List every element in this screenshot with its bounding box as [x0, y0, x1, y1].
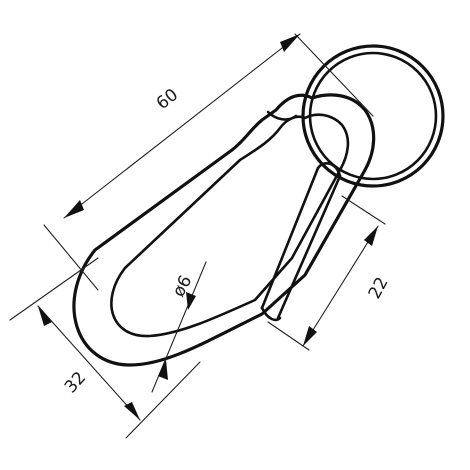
dim-gate-label: 22 — [365, 274, 393, 302]
dim-width-ext-bottom — [125, 361, 201, 439]
dim-gate-ext-top — [341, 195, 386, 225]
carabiner-gate — [260, 166, 342, 320]
dim-gate-ext-bottom — [267, 321, 310, 351]
carabiner-body — [72, 93, 376, 367]
dim-gate-line — [302, 225, 379, 347]
dim-width-ext-top — [9, 257, 99, 321]
dimension-gate: 22 — [267, 195, 393, 351]
dim-width-arrow-bottom — [124, 402, 140, 420]
dim-length-ext-left — [43, 224, 99, 291]
dim-wire-arrow-bottom — [158, 360, 168, 380]
dim-wire-arrow-top — [186, 292, 196, 310]
gate-top-cap — [316, 162, 342, 178]
hinge-notch — [266, 110, 298, 121]
dim-length-arrow-right — [280, 34, 300, 52]
dim-length-label: 60 — [153, 85, 182, 114]
carabiner-inner-outline — [110, 113, 350, 338]
gate-end-cap — [260, 306, 282, 322]
dim-width-line — [37, 305, 141, 421]
dim-length-ext-right — [294, 33, 374, 117]
dimension-wire: ø6 — [151, 261, 207, 393]
dim-gate-arrow-top — [364, 226, 378, 246]
dim-width-arrow-top — [38, 306, 52, 326]
dim-width-label: 32 — [61, 368, 90, 397]
dim-length-line — [63, 33, 301, 219]
carabiner-outer-outline — [72, 93, 376, 367]
dim-gate-arrow-bottom — [303, 326, 317, 346]
dim-length-arrow-left — [64, 200, 84, 218]
